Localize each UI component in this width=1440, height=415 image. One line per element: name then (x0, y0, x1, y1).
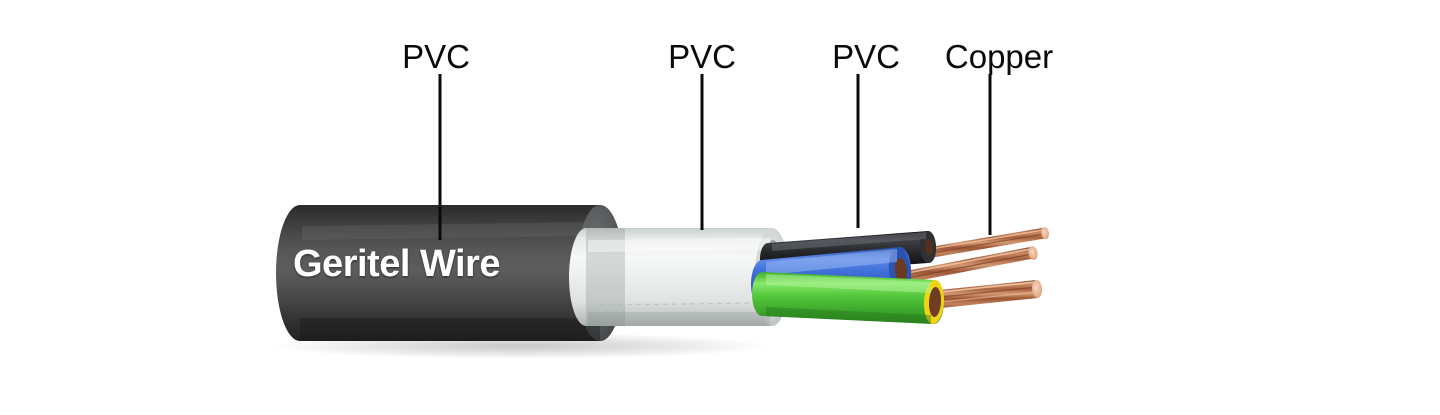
green-yellow-core-group (752, 272, 1043, 324)
leader-line-copper (988, 74, 992, 235)
cable-brand-print: Geritel Wire (293, 243, 500, 285)
leader-line-inner-pvc (700, 74, 704, 230)
leader-line-outer-pvc (438, 74, 442, 240)
label-outer-pvc: PVC (402, 38, 470, 75)
label-core-pvc: PVC (832, 38, 900, 75)
label-copper: Copper (944, 38, 1054, 75)
leader-line-core-pvc (856, 74, 860, 228)
label-inner-pvc: PVC (668, 38, 736, 75)
